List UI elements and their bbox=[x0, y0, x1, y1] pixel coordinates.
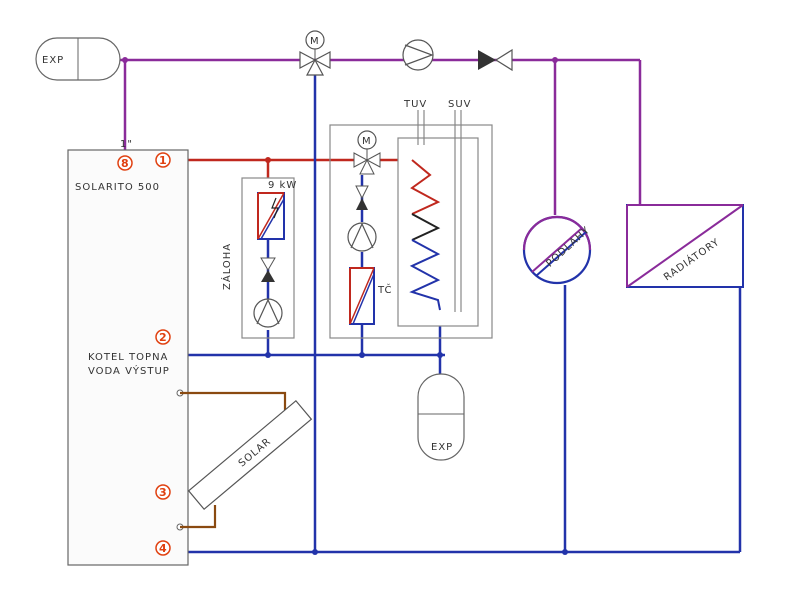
port-3: 3 bbox=[155, 484, 171, 500]
boiler-label-line1: KOTEL TOPNA bbox=[88, 352, 168, 363]
top-check-valve bbox=[478, 48, 558, 72]
dhw-check-valve bbox=[355, 185, 369, 210]
backup-pump bbox=[253, 298, 283, 328]
svg-text:1: 1 bbox=[159, 154, 167, 167]
boiler-label-line2: VODA VÝSTUP bbox=[88, 364, 170, 377]
port-1: 1 bbox=[155, 152, 171, 168]
port-2: 2 bbox=[155, 329, 171, 345]
expansion-bottom-label: EXP bbox=[431, 442, 453, 453]
top-circulation-pump bbox=[402, 39, 434, 71]
port-4: 4 bbox=[155, 540, 171, 556]
radiator-unit: RADIÁTORY bbox=[626, 204, 744, 288]
dhw-valve-motor-label: M bbox=[362, 136, 372, 147]
heat-pump-element: TČ bbox=[349, 267, 393, 325]
backup-label: ZÁLOHA bbox=[220, 243, 233, 290]
tank-ports: 8 1 2 3 4 bbox=[117, 152, 184, 556]
expansion-vessel-bottom: EXP bbox=[417, 352, 465, 461]
hot-water-label: SUV bbox=[448, 99, 472, 110]
heat-pump-label: TČ bbox=[377, 283, 393, 296]
svg-text:8: 8 bbox=[121, 157, 129, 170]
tank-top-connection: 1" bbox=[120, 139, 133, 150]
svg-text:3: 3 bbox=[159, 486, 167, 499]
dhw-module: M TČ TUV bbox=[329, 99, 493, 358]
tank-name: SOLARITO 500 bbox=[75, 182, 160, 193]
dhw-mixing-valve: M bbox=[353, 130, 381, 175]
top-mixing-valve: M bbox=[299, 30, 331, 76]
svg-text:4: 4 bbox=[159, 542, 167, 555]
purple-circuit-pipes bbox=[120, 58, 642, 215]
storage-tank: SOLARITO 500 1" KOTEL TOPNA VODA VÝSTUP bbox=[67, 139, 189, 566]
backup-power-label: 9 kW bbox=[268, 180, 297, 191]
solar-collector: SOLAR bbox=[180, 391, 313, 529]
cold-water-label: TUV bbox=[403, 99, 427, 110]
supply-pipe-red bbox=[175, 158, 431, 178]
top-valve-motor-label: M bbox=[310, 36, 320, 47]
heat-exchanger-coil bbox=[409, 159, 441, 311]
electric-heater bbox=[257, 192, 285, 240]
dhw-pump bbox=[347, 222, 377, 252]
svg-text:2: 2 bbox=[159, 331, 167, 344]
port-8: 8 bbox=[117, 155, 133, 171]
expansion-vessel-top: EXP bbox=[35, 37, 128, 81]
expansion-top-label: EXP bbox=[42, 55, 64, 66]
backup-check-valve bbox=[260, 257, 276, 282]
floor-heating-unit: PODLAHY bbox=[522, 215, 593, 555]
backup-heater-module: ZÁLOHA 9 kW bbox=[220, 157, 297, 358]
